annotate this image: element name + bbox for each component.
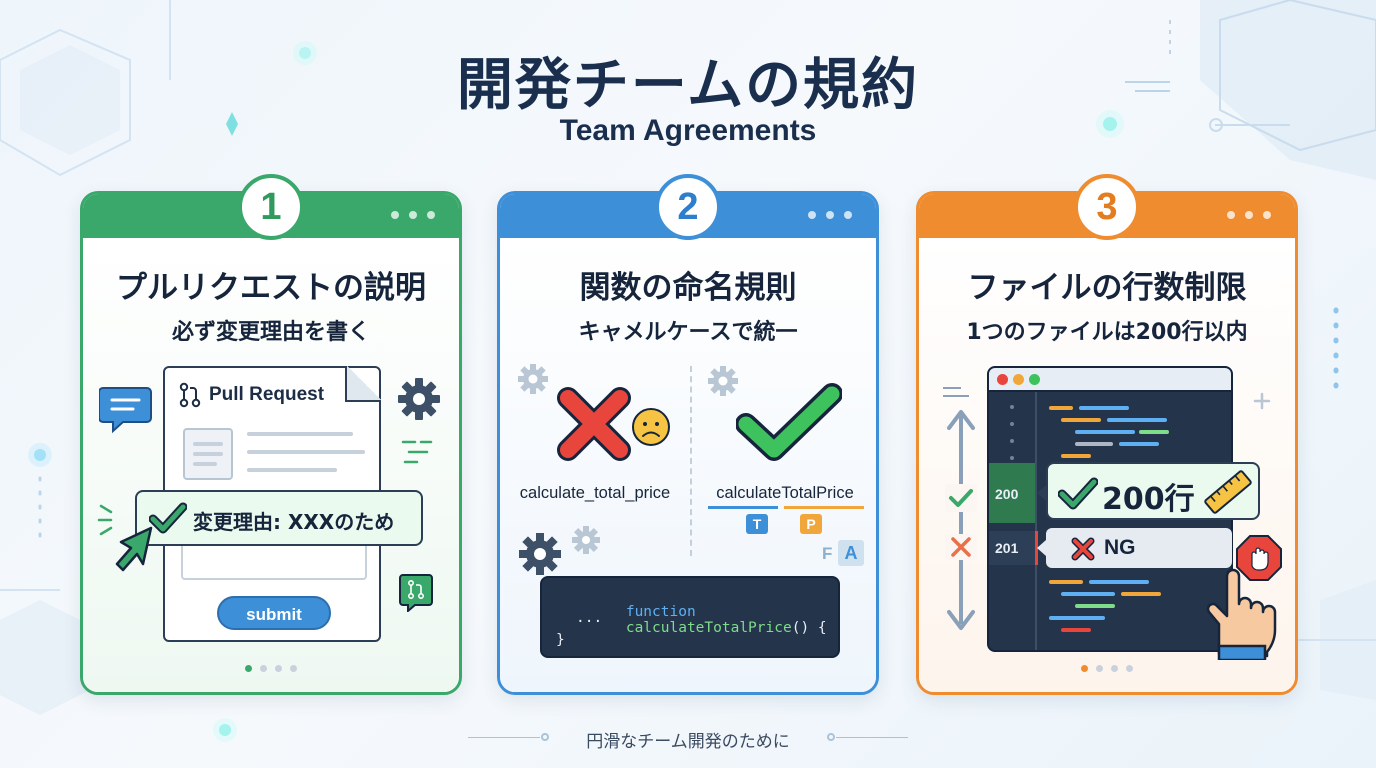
line-limit-label: 200行 bbox=[1102, 482, 1195, 517]
step-number-badge: 2 bbox=[655, 174, 721, 240]
card-subtitle: 1つのファイルは200行以内 bbox=[966, 320, 1248, 345]
gear-icon bbox=[519, 533, 561, 575]
footer-dot bbox=[827, 733, 835, 741]
underline-total bbox=[708, 506, 778, 509]
reason-callout: 変更理由: XXXのため bbox=[135, 490, 423, 546]
text-line bbox=[247, 432, 353, 436]
window-dots bbox=[1227, 211, 1271, 219]
code-close-brace: } bbox=[556, 632, 565, 648]
card-title: ファイルの行数制限 bbox=[967, 270, 1247, 306]
step-number-badge: 3 bbox=[1074, 174, 1140, 240]
submit-button[interactable]: submit bbox=[217, 596, 331, 630]
git-pull-request-icon bbox=[179, 382, 201, 408]
footer-line-right bbox=[836, 737, 908, 738]
gear-icon bbox=[572, 526, 600, 554]
sparkle-lines bbox=[401, 440, 433, 464]
line-limit-ok-callout: 200行 bbox=[1046, 462, 1260, 520]
gear-icon bbox=[708, 366, 738, 396]
text-line bbox=[247, 468, 337, 472]
checkmark-icon bbox=[149, 502, 187, 534]
font-letter-f: F bbox=[822, 544, 833, 563]
window-dots bbox=[391, 211, 435, 219]
card-file-line-limit: ファイルの行数制限 1つのファイルは200行以内 200 bbox=[916, 174, 1298, 695]
font-letter-a: A bbox=[838, 540, 864, 566]
code-function-name: calculateTotalPrice bbox=[625, 620, 792, 636]
code-body: ... bbox=[576, 610, 603, 626]
footer-tagline: 円滑なチーム開発のために bbox=[586, 732, 790, 752]
page-fold bbox=[345, 366, 381, 402]
cross-icon bbox=[1071, 537, 1095, 561]
footer-line-left bbox=[468, 737, 540, 738]
card-title: 関数の命名規則 bbox=[579, 270, 797, 306]
comparison-divider bbox=[690, 366, 692, 556]
chat-bubble-icon bbox=[99, 387, 152, 434]
error-marker bbox=[1035, 531, 1038, 565]
pointing-hand-icon bbox=[1206, 568, 1277, 660]
vertical-range-arrow bbox=[943, 387, 977, 630]
plus-icon bbox=[1253, 392, 1271, 410]
code-keyword: function bbox=[625, 604, 696, 620]
pager bbox=[919, 665, 1295, 672]
editor-gutter bbox=[1035, 392, 1037, 650]
good-name-example: calculateTotalPrice bbox=[716, 484, 854, 502]
card-pull-request: プルリクエストの説明 必ず変更理由を書く Pull Request bbox=[80, 174, 462, 695]
pull-request-label: Pull Request bbox=[209, 384, 325, 405]
gear-icon bbox=[518, 364, 548, 394]
code-snippet: function calculateTotalPrice() { ... } bbox=[540, 576, 840, 658]
page-title: 開発チームの規約 bbox=[456, 53, 920, 118]
tag-t: T bbox=[746, 514, 768, 534]
cursor-arrow-icon bbox=[115, 526, 153, 572]
stop-sign-icon bbox=[1236, 535, 1282, 581]
callout-pointer bbox=[1037, 540, 1046, 556]
step-number-badge: 1 bbox=[238, 174, 304, 240]
gutter-dots bbox=[1010, 405, 1014, 460]
editor-titlebar bbox=[989, 368, 1231, 392]
window-dots bbox=[808, 211, 852, 219]
page-subtitle: Team Agreements bbox=[559, 114, 817, 147]
code-params: () { bbox=[791, 620, 827, 636]
merge-bubble-icon bbox=[399, 574, 433, 612]
underline-price bbox=[784, 506, 864, 509]
reason-text: 変更理由: XXXのため bbox=[193, 510, 395, 534]
checkmark-icon bbox=[1058, 477, 1098, 510]
line-limit-ng-callout: NG bbox=[1046, 528, 1232, 568]
card-naming-convention: 関数の命名規則 キャメルケースで統一 bbox=[497, 174, 879, 695]
line-200-highlight bbox=[989, 463, 1035, 523]
bad-name-example: calculate_total_price bbox=[519, 484, 671, 502]
line-number-200: 200 bbox=[995, 486, 1019, 502]
pager bbox=[83, 665, 459, 672]
tag-p: P bbox=[800, 514, 822, 534]
line-201-highlight bbox=[989, 531, 1035, 565]
document-thumbnail bbox=[183, 428, 233, 480]
sad-face-icon bbox=[632, 408, 670, 446]
text-line bbox=[247, 450, 365, 454]
ruler-icon bbox=[1204, 470, 1252, 514]
click-lines bbox=[97, 504, 113, 536]
ng-label: NG bbox=[1104, 536, 1136, 559]
line-number-201: 201 bbox=[995, 540, 1019, 556]
card-title: プルリクエストの説明 bbox=[116, 270, 426, 306]
callout-pointer bbox=[1037, 484, 1047, 502]
gear-icon bbox=[398, 378, 440, 420]
cross-icon bbox=[557, 387, 631, 461]
footer-dot bbox=[541, 733, 549, 741]
checkmark-icon bbox=[736, 383, 842, 461]
card-subtitle: 必ず変更理由を書く bbox=[171, 320, 370, 345]
card-subtitle: キャメルケースで統一 bbox=[578, 320, 798, 345]
